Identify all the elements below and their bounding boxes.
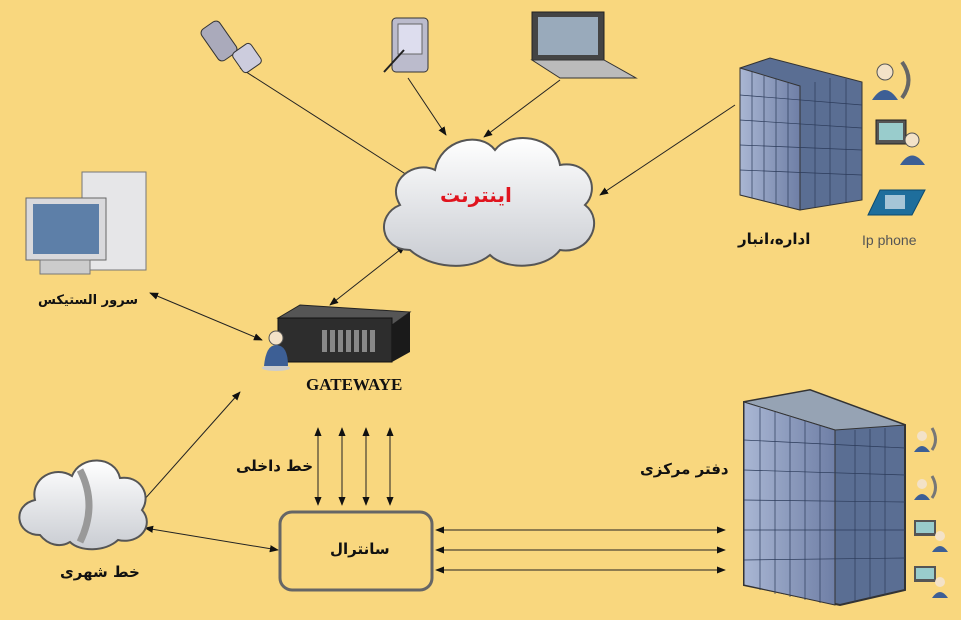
- head-office-building-icon: [743, 388, 906, 607]
- pbx-label: سانترال: [330, 540, 390, 558]
- user-phone-icon: [872, 60, 911, 100]
- warehouse-label: اداره،انبار: [738, 230, 811, 248]
- server-computer-icon: [25, 171, 147, 275]
- arrow-building-internet: [599, 104, 736, 196]
- user-computer-icon: [914, 520, 948, 552]
- internet-label: اینترنت: [440, 183, 512, 207]
- arrow-server-gateway: [149, 292, 263, 341]
- user-phone-icon: [914, 427, 937, 452]
- pda-icon: [383, 17, 429, 73]
- mobile-phone-icon: [200, 20, 262, 74]
- arrow-cityline-pbx: [144, 525, 279, 553]
- gateway-label: GATEWAYE: [306, 375, 403, 394]
- user-computer-icon: [875, 119, 925, 165]
- internet-cloud-icon: [383, 137, 596, 267]
- city-line-label: خط شهری: [60, 563, 140, 581]
- head-office-label: دفتر مرکزی: [640, 460, 729, 478]
- internal-line-label: خط داخلی: [236, 457, 314, 475]
- arrow-internet-gateway: [329, 245, 406, 306]
- user-computer-icon: [914, 566, 948, 598]
- ip-phone-icon: [867, 189, 926, 216]
- gateway-device-icon: [276, 304, 412, 363]
- connectors: [134, 67, 736, 574]
- city-line-cloud-icon: [18, 459, 148, 551]
- arrow-laptop-internet: [483, 79, 561, 138]
- arrow-cityline-gateway: [134, 391, 241, 511]
- arrow-pda-internet: [407, 77, 447, 136]
- user-phone-icon: [914, 475, 937, 500]
- server-label: سرور الستیکس: [38, 293, 139, 308]
- arrow-phone-internet: [239, 67, 419, 183]
- user-icon: [262, 330, 290, 371]
- warehouse-building-icon: [739, 57, 863, 211]
- laptop-icon: [530, 11, 638, 79]
- ip-phone-label: Ip phone: [862, 232, 917, 248]
- pbx-box: [278, 510, 434, 592]
